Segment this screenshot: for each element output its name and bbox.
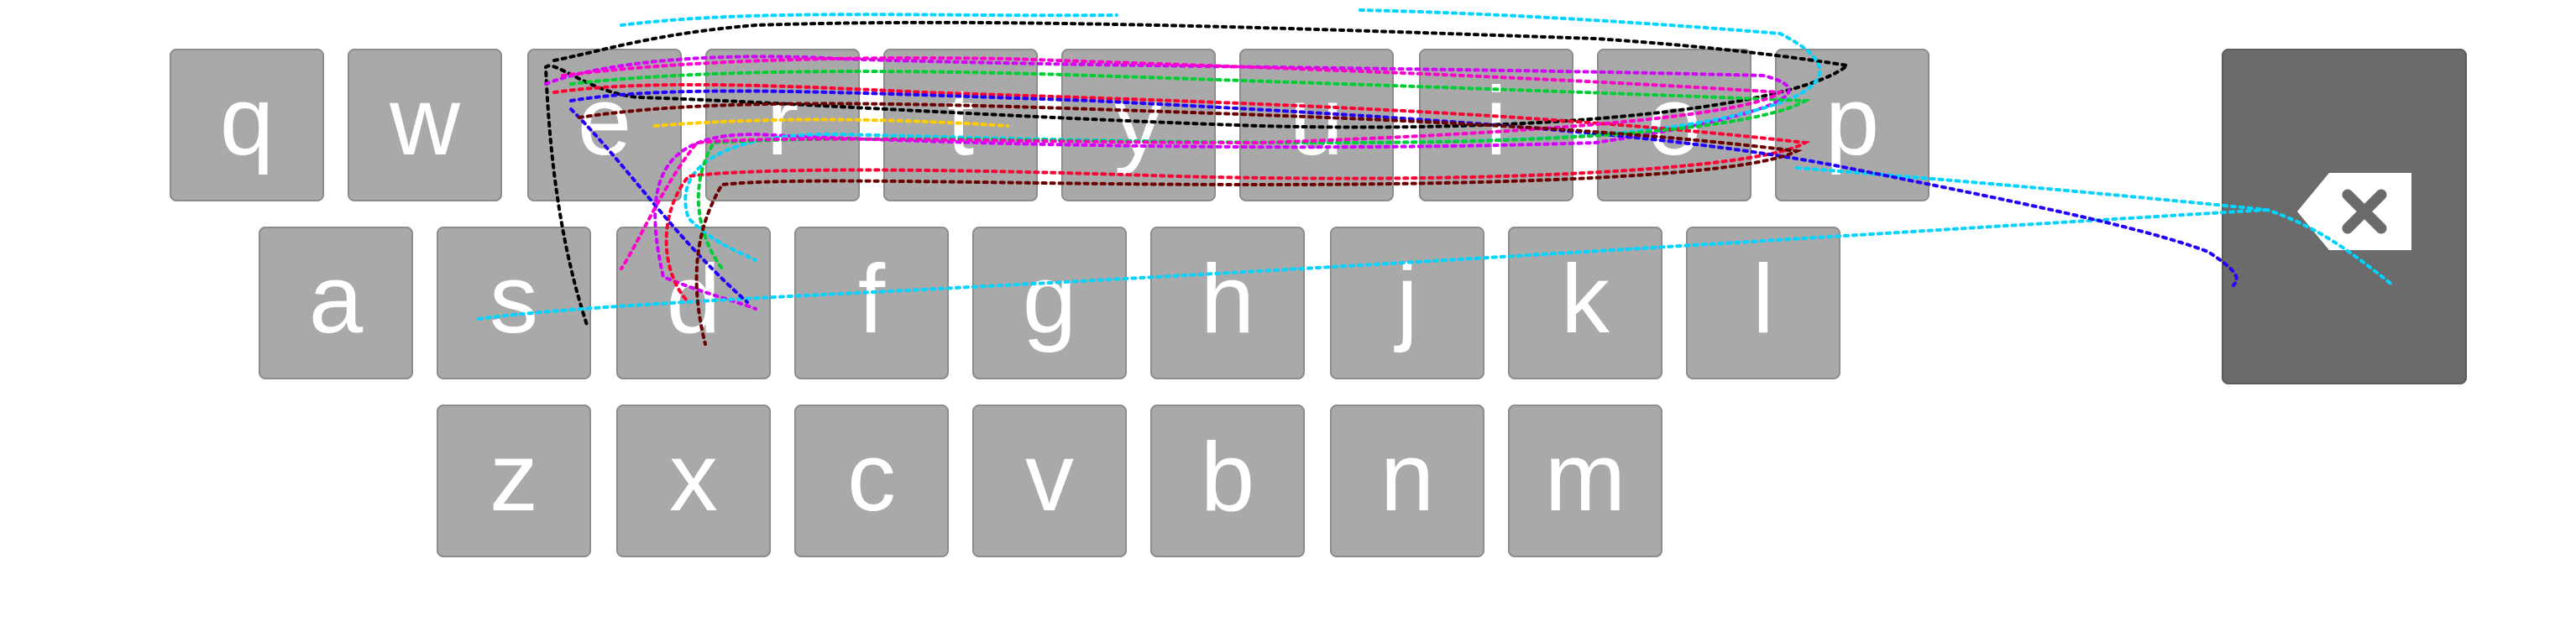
key-s[interactable]: s bbox=[437, 227, 591, 379]
key-x-label: x bbox=[669, 422, 718, 531]
key-k-label: k bbox=[1561, 244, 1610, 353]
key-w[interactable]: w bbox=[348, 49, 502, 201]
key-z-label: z bbox=[490, 422, 538, 531]
key-m[interactable]: m bbox=[1508, 405, 1662, 557]
key-v[interactable]: v bbox=[972, 405, 1127, 557]
key-g[interactable]: g bbox=[972, 227, 1127, 379]
key-b[interactable]: b bbox=[1150, 405, 1305, 557]
key-u[interactable]: u bbox=[1239, 49, 1394, 201]
key-k[interactable]: k bbox=[1508, 227, 1662, 379]
key-y-label: y bbox=[1114, 66, 1163, 175]
key-w-label: w bbox=[390, 66, 460, 175]
key-v-label: v bbox=[1025, 422, 1074, 531]
key-t[interactable]: t bbox=[883, 49, 1038, 201]
key-r-label: r bbox=[766, 66, 799, 175]
key-u-label: u bbox=[1289, 66, 1344, 175]
key-s-label: s bbox=[490, 244, 538, 353]
key-n[interactable]: n bbox=[1330, 405, 1484, 557]
key-d-label: d bbox=[666, 244, 721, 353]
key-i[interactable]: i bbox=[1419, 49, 1573, 201]
key-a-label: a bbox=[308, 244, 364, 353]
key-l[interactable]: l bbox=[1686, 227, 1840, 379]
key-f[interactable]: f bbox=[794, 227, 949, 379]
key-d[interactable]: d bbox=[616, 227, 771, 379]
key-o-label: o bbox=[1647, 66, 1702, 175]
key-q[interactable]: q bbox=[170, 49, 324, 201]
key-c[interactable]: c bbox=[794, 405, 949, 557]
key-q-label: q bbox=[219, 66, 275, 175]
key-l-label: l bbox=[1752, 244, 1774, 353]
backspace-icon bbox=[2297, 173, 2411, 250]
key-p[interactable]: p bbox=[1775, 49, 1929, 201]
key-h-label: h bbox=[1200, 244, 1255, 353]
key-e-label: e bbox=[577, 66, 632, 175]
key-x[interactable]: x bbox=[616, 405, 771, 557]
key-c-label: c bbox=[847, 422, 896, 531]
key-g-label: g bbox=[1022, 244, 1077, 353]
key-n-label: n bbox=[1380, 422, 1435, 531]
key-e[interactable]: e bbox=[527, 49, 682, 201]
key-t-label: t bbox=[946, 66, 975, 175]
key-m-label: m bbox=[1544, 422, 1626, 531]
key-y[interactable]: y bbox=[1061, 49, 1216, 201]
key-f-label: f bbox=[857, 244, 886, 353]
key-o[interactable]: o bbox=[1597, 49, 1751, 201]
key-h[interactable]: h bbox=[1150, 227, 1305, 379]
key-j[interactable]: j bbox=[1330, 227, 1484, 379]
key-i-label: i bbox=[1485, 66, 1507, 175]
key-j-label: j bbox=[1396, 244, 1418, 353]
key-r[interactable]: r bbox=[705, 49, 860, 201]
key-z[interactable]: z bbox=[437, 405, 591, 557]
key-p-label: p bbox=[1825, 66, 1880, 175]
key-a[interactable]: a bbox=[259, 227, 413, 379]
key-b-label: b bbox=[1200, 422, 1255, 531]
